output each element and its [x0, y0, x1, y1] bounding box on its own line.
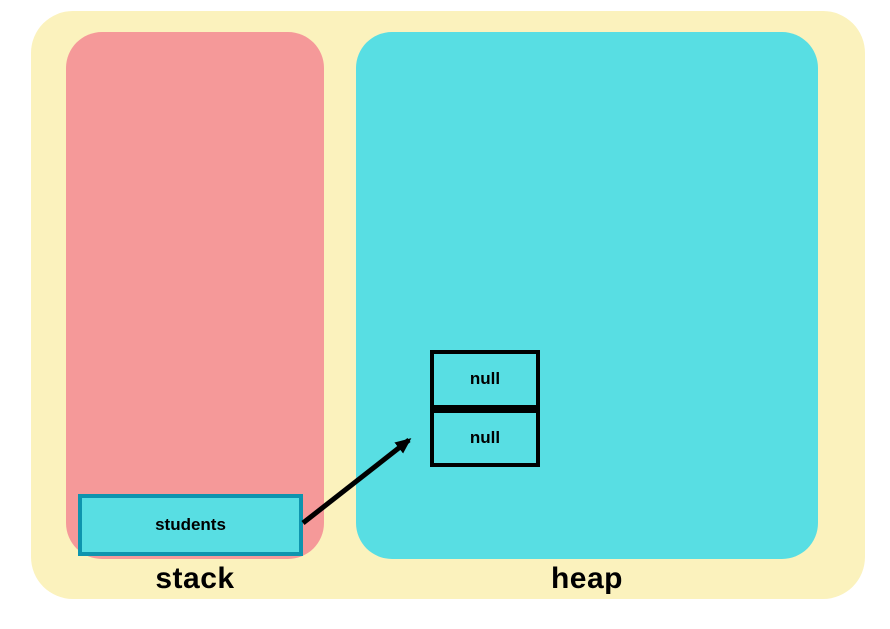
- heap-region: [356, 32, 818, 559]
- stack-region: [66, 32, 324, 559]
- heap-label: heap: [550, 562, 624, 595]
- heap-object-field: null: [430, 350, 540, 409]
- heap-object-field-value: null: [469, 369, 501, 389]
- heap-object-field: null: [430, 408, 540, 467]
- heap-object: null null: [430, 350, 540, 467]
- stack-variable-students: students: [78, 494, 303, 556]
- heap-object-field-value: null: [469, 427, 501, 447]
- stack-label: stack: [155, 562, 235, 595]
- stack-variable-label: students: [155, 515, 226, 534]
